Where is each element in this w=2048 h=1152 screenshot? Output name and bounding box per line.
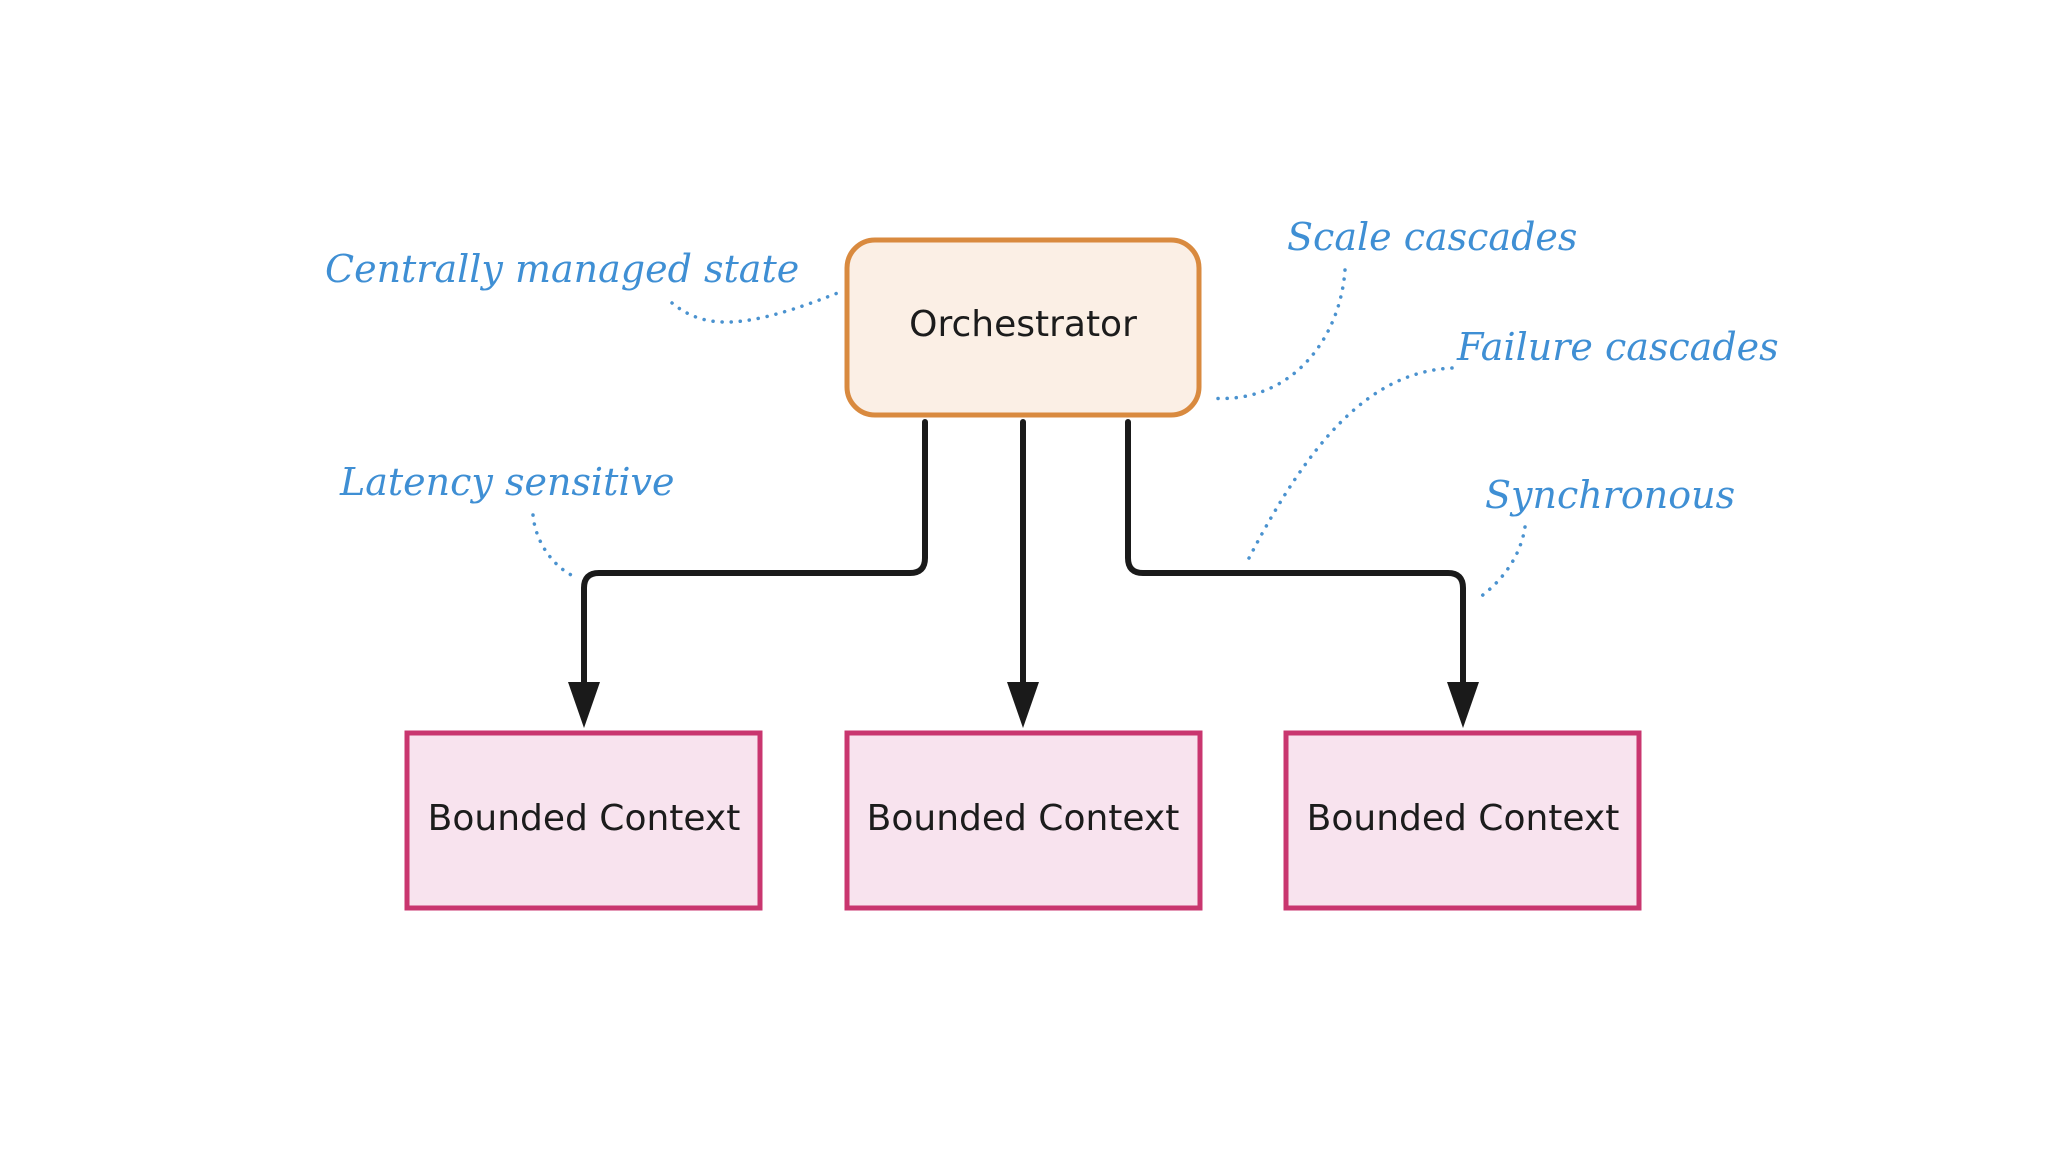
arrowhead-center [1007, 682, 1039, 728]
arrowhead-left [568, 682, 600, 728]
leader-centrally-managed-state [670, 290, 842, 324]
leader-failure-cascades [1246, 366, 1454, 562]
leader-synchronous [1474, 525, 1527, 602]
bounded-context-box [404, 730, 763, 911]
leader-scale-cascades [1208, 268, 1347, 401]
annotations: Centrally managed state Scale cascades F… [325, 215, 1779, 517]
bounded-context-left: Bounded Context [404, 730, 763, 911]
orchestrator-box [844, 237, 1202, 418]
bounded-context-label: Bounded Context [867, 798, 1180, 839]
connector-right [1125, 419, 1466, 703]
bounded-context-label: Bounded Context [1307, 798, 1620, 839]
bounded-context-label: Bounded Context [428, 798, 741, 839]
annotation-failure-cascades: Failure cascades [1456, 325, 1779, 369]
bounded-context-box [844, 730, 1203, 911]
annotation-centrally-managed-state: Centrally managed state [325, 247, 799, 291]
orchestrator-label: Orchestrator [909, 304, 1137, 345]
bounded-context-right: Bounded Context [1283, 730, 1642, 911]
annotation-leaders [531, 268, 1527, 602]
bounded-context-center: Bounded Context [844, 730, 1203, 911]
annotation-synchronous: Synchronous [1485, 473, 1735, 517]
annotation-latency-sensitive: Latency sensitive [339, 460, 674, 504]
connector-left [581, 419, 928, 703]
arrowhead-right [1447, 682, 1479, 728]
orchestrator-node: Orchestrator [844, 237, 1202, 418]
leader-latency-sensitive [531, 513, 580, 580]
annotation-scale-cascades: Scale cascades [1287, 215, 1577, 259]
bounded-context-box [1283, 730, 1642, 911]
connectors [568, 419, 1479, 728]
